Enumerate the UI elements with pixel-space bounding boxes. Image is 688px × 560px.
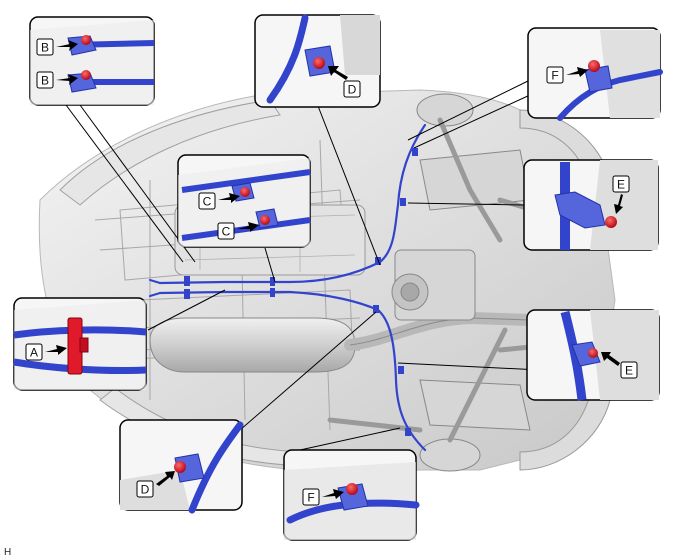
callout-f-lower-box [302, 488, 320, 506]
inset-e-upper: E [523, 159, 659, 251]
callout-c-lower: C [222, 225, 231, 239]
inset-d-top: D [254, 14, 381, 108]
arrow-c-upper [218, 193, 240, 203]
muffler [149, 317, 356, 373]
callout-e-upper-box [612, 175, 630, 193]
inset-f-upper: F [527, 27, 663, 121]
arrow-c-lower [237, 222, 259, 232]
arrow-b-upper [56, 40, 78, 51]
arrow-e-lower [601, 352, 620, 366]
cable-front [148, 278, 162, 298]
callout-c-lower-box [217, 222, 235, 240]
inset-c-cable-upper [181, 169, 311, 193]
callout-e-lower: E [625, 364, 633, 378]
inset-d-bottom-bolt [174, 461, 186, 473]
inset-f-lower: F [283, 449, 420, 541]
arrow-d-bottom [156, 471, 175, 486]
inset-b: B B [29, 16, 155, 106]
leader-lines [65, 79, 541, 451]
vehicle-underbody [38, 89, 616, 472]
arrow-f-upper [566, 67, 588, 77]
inset-a-clip-tab [79, 337, 89, 353]
parking-brake-cables [148, 123, 427, 452]
inset-a: A [13, 297, 147, 391]
inset-d-bottom: D [119, 419, 244, 514]
inset-f-lower-bolt [346, 483, 358, 495]
inset-c: C C [177, 154, 311, 248]
inset-e-lower: E [526, 309, 660, 401]
arrow-f-lower [322, 489, 344, 499]
inset-b-bolt-upper [81, 35, 91, 45]
callout-e-lower-box [620, 361, 638, 379]
inset-d-bottom-cable [188, 421, 244, 514]
callout-a: A [30, 346, 38, 360]
callout-b-lower: B [41, 74, 49, 88]
callout-d-top: D [348, 83, 357, 97]
inset-f-upper-bolt [588, 60, 600, 72]
inset-d-top-bolt [313, 57, 325, 69]
cable-lower [158, 290, 427, 452]
arrow-e-upper [614, 194, 623, 214]
inset-e-lower-bolt [588, 348, 598, 358]
callout-c-upper: C [203, 195, 212, 209]
callout-f-lower: F [307, 491, 314, 505]
arrow-d-top [328, 66, 348, 80]
inset-e-upper-bolt [605, 216, 617, 228]
cable-upper [158, 123, 427, 285]
callout-d-bottom: D [141, 483, 150, 497]
inset-e-lower-cable [560, 310, 587, 401]
rear-axle-assembly [391, 93, 531, 472]
inset-b-bolt-lower [81, 70, 91, 80]
callout-d-bottom-box [136, 480, 154, 498]
inset-e-upper-bracket [554, 191, 606, 229]
inset-c-bolt-upper [240, 187, 250, 197]
arrow-b-lower [56, 74, 78, 85]
callout-e-upper: E [617, 178, 625, 192]
callout-d-top-box [343, 80, 361, 98]
callout-b-lower-box [36, 71, 54, 89]
callout-a-box [25, 343, 43, 361]
figure-code: H [4, 547, 11, 558]
inset-c-bolt-lower [260, 215, 270, 225]
callout-b-upper-box [36, 38, 54, 56]
callout-f-upper: F [551, 69, 558, 83]
callout-b-upper: B [41, 41, 49, 55]
inset-d-top-cable [266, 14, 309, 104]
inset-f-upper-bracket [584, 65, 613, 93]
callout-f-upper-box [546, 66, 564, 84]
inset-d-bottom-bracket [174, 453, 205, 483]
left-side-sill [59, 99, 281, 206]
callout-c-upper-box [198, 192, 216, 210]
arrow-a [45, 345, 67, 355]
